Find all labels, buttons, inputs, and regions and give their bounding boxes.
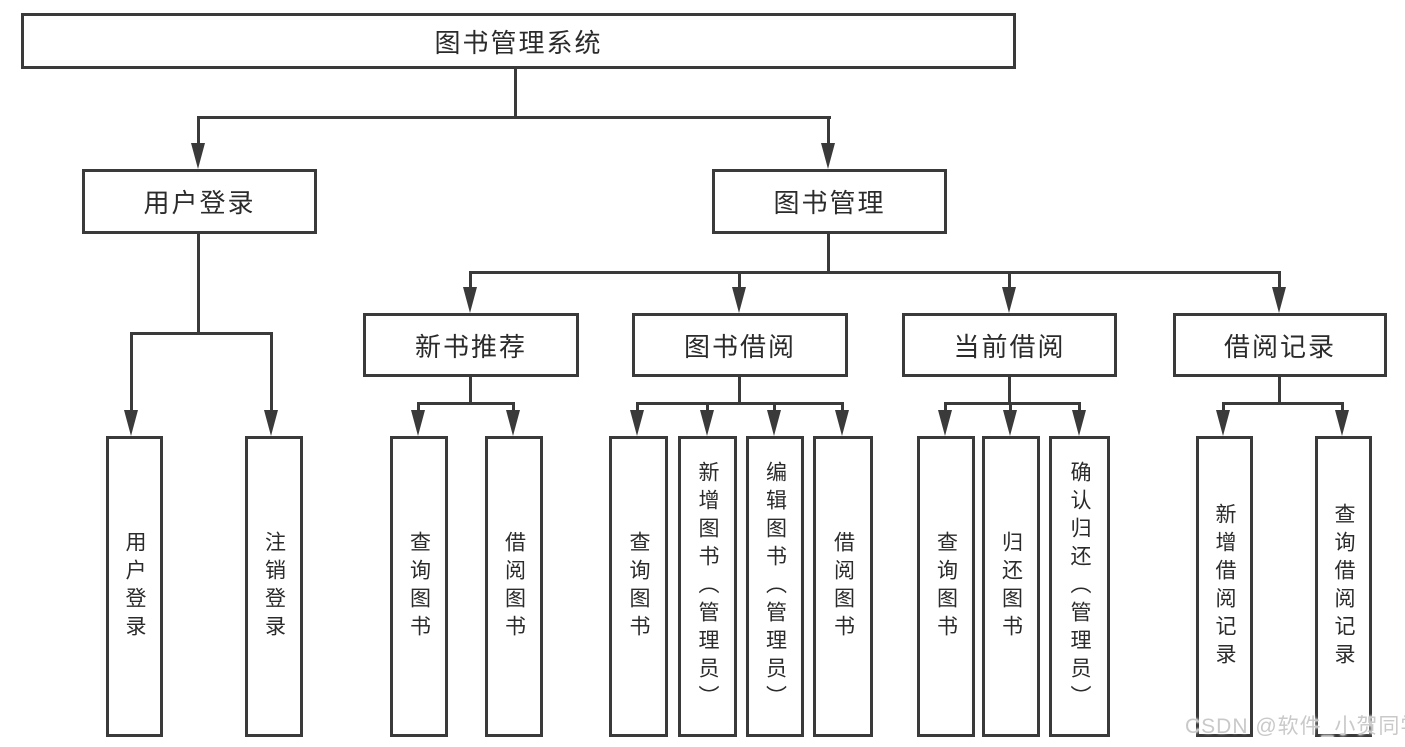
leaf-return-books-label: 归还图书 — [999, 530, 1023, 643]
leaf-query-books-1: 查询图书 — [390, 436, 448, 737]
connector — [738, 271, 741, 293]
connector — [827, 116, 830, 151]
node-book-borrow-label: 图书借阅 — [683, 331, 796, 362]
leaf-query-borrow-record-label: 查询借阅记录 — [1332, 502, 1355, 671]
arrowhead — [506, 410, 520, 436]
connector — [197, 116, 831, 119]
connector — [512, 402, 515, 416]
leaf-logout-label: 注销登录 — [262, 530, 286, 643]
connector — [841, 402, 844, 416]
connector — [738, 377, 741, 404]
leaf-user-login-label: 用户登录 — [123, 530, 146, 643]
node-borrow-records: 借阅记录 — [1173, 313, 1387, 377]
node-borrow-records-label: 借阅记录 — [1223, 331, 1336, 362]
connector — [1222, 402, 1343, 405]
connector — [1008, 377, 1011, 404]
leaf-query-books-3-label: 查询图书 — [934, 530, 958, 643]
connector — [827, 234, 830, 274]
connector — [417, 402, 514, 405]
arrowhead — [835, 410, 849, 436]
arrowhead — [700, 410, 714, 436]
arrowhead — [821, 143, 835, 169]
connector — [197, 234, 200, 335]
connector — [130, 332, 133, 416]
leaf-confirm-return-admin-label: 确认归还（管理员） — [1068, 460, 1091, 713]
leaf-return-books: 归还图书 — [982, 436, 1040, 737]
connector — [1278, 271, 1281, 293]
node-book-management: 图书管理 — [712, 169, 947, 234]
connector — [1278, 377, 1281, 404]
connector — [1008, 271, 1011, 293]
leaf-add-borrow-record: 新增借阅记录 — [1196, 436, 1253, 737]
leaf-query-books-1-label: 查询图书 — [407, 530, 431, 643]
arrowhead — [732, 287, 746, 313]
node-current-borrow: 当前借阅 — [902, 313, 1117, 377]
leaf-confirm-return-admin: 确认归还（管理员） — [1049, 436, 1110, 737]
leaf-query-books-2-label: 查询图书 — [627, 530, 650, 643]
leaf-borrow-books-2: 借阅图书 — [813, 436, 873, 737]
connector — [417, 402, 420, 416]
node-user-login: 用户登录 — [82, 169, 317, 234]
leaf-add-borrow-record-label: 新增借阅记录 — [1213, 502, 1236, 671]
connector — [636, 402, 843, 405]
leaf-query-books-3: 查询图书 — [917, 436, 975, 737]
node-new-book-recommend: 新书推荐 — [363, 313, 579, 377]
leaf-borrow-books-2-label: 借阅图书 — [831, 530, 855, 643]
node-root: 图书管理系统 — [21, 13, 1016, 69]
connector — [1009, 402, 1012, 416]
arrowhead — [463, 287, 477, 313]
leaf-edit-books-admin-label: 编辑图书（管理员） — [763, 460, 787, 713]
node-root-label: 图书管理系统 — [434, 27, 603, 58]
connector — [706, 402, 709, 416]
arrowhead — [411, 410, 425, 436]
connector — [944, 402, 1080, 405]
leaf-query-books-2: 查询图书 — [609, 436, 668, 737]
connector — [469, 271, 1281, 274]
arrowhead — [1272, 287, 1286, 313]
leaf-add-books-admin-label: 新增图书（管理员） — [696, 460, 719, 713]
connector — [197, 116, 200, 151]
leaf-edit-books-admin: 编辑图书（管理员） — [746, 436, 804, 737]
connector — [130, 332, 272, 335]
node-current-borrow-label: 当前借阅 — [953, 331, 1066, 362]
arrowhead — [124, 410, 138, 436]
connector — [1222, 402, 1225, 416]
arrowhead — [630, 410, 644, 436]
arrowhead — [1072, 410, 1086, 436]
connector — [469, 271, 472, 293]
leaf-borrow-books-1-label: 借阅图书 — [502, 530, 526, 643]
connector — [469, 377, 472, 404]
leaf-logout: 注销登录 — [245, 436, 303, 737]
arrowhead — [191, 143, 205, 169]
leaf-query-borrow-record: 查询借阅记录 — [1315, 436, 1372, 737]
connector — [773, 402, 776, 416]
leaf-borrow-books-1: 借阅图书 — [485, 436, 543, 737]
node-new-book-recommend-label: 新书推荐 — [414, 331, 527, 362]
arrowhead — [1002, 287, 1016, 313]
arrowhead — [767, 410, 781, 436]
connector — [270, 332, 273, 416]
arrowhead — [1335, 410, 1349, 436]
node-book-borrow: 图书借阅 — [632, 313, 848, 377]
csdn-watermark: CSDN @软件_小贺同学 — [1185, 715, 1405, 738]
arrowhead — [938, 410, 952, 436]
arrowhead — [264, 410, 278, 436]
arrowhead — [1003, 410, 1017, 436]
leaf-add-books-admin: 新增图书（管理员） — [678, 436, 737, 737]
connector — [636, 402, 639, 416]
connector — [514, 68, 517, 118]
connector — [944, 402, 947, 416]
node-user-login-label: 用户登录 — [143, 188, 256, 218]
node-book-management-label: 图书管理 — [773, 188, 886, 218]
connector — [1078, 402, 1081, 416]
leaf-user-login: 用户登录 — [106, 436, 163, 737]
arrowhead — [1216, 410, 1230, 436]
connector — [1341, 402, 1344, 416]
